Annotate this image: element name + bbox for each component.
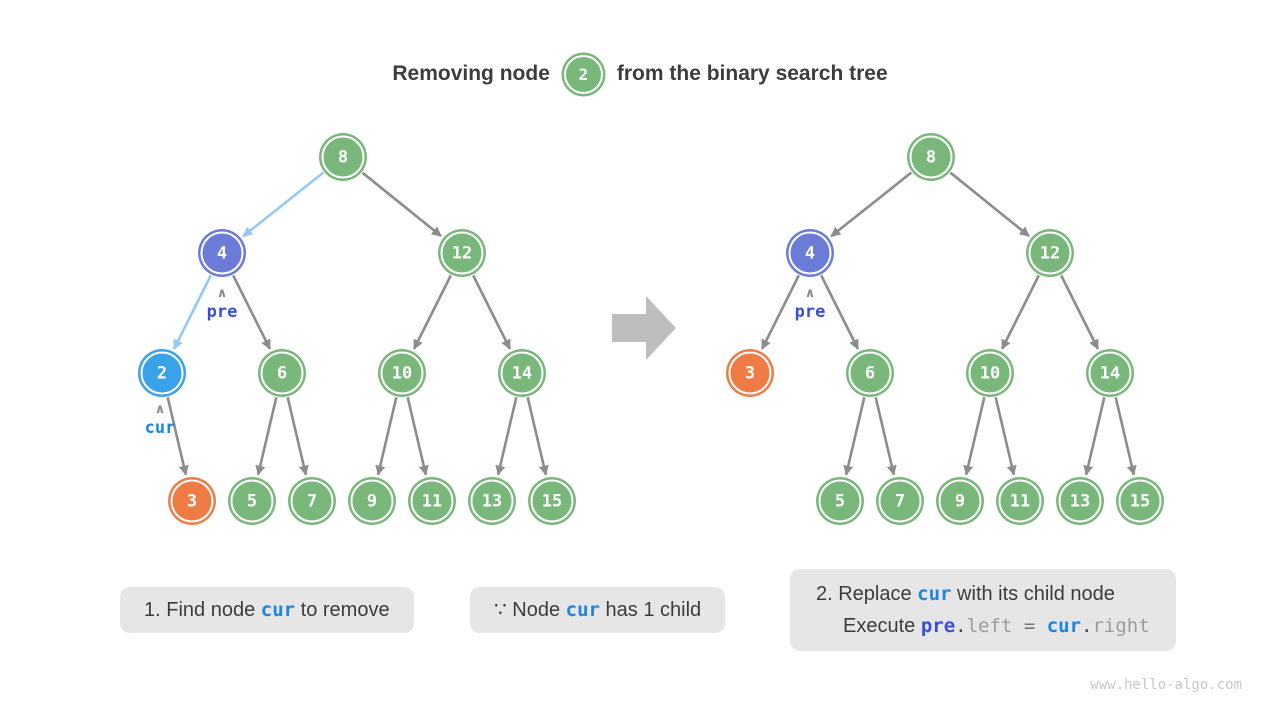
- tree-left-node-5: 5: [230, 479, 274, 523]
- edge-left-10-11: [406, 397, 429, 476]
- edge-left-14-13: [495, 397, 518, 476]
- pointer-label-cur-left: ∧cur: [144, 402, 176, 438]
- title-text-right: from the binary search tree: [616, 62, 888, 85]
- tree-left-node-3: 3: [170, 479, 214, 523]
- caret-up-icon: ∧: [154, 402, 166, 417]
- caption-segment: .: [955, 615, 967, 637]
- caret-up-icon: ∧: [216, 286, 228, 301]
- title-node-badge: 2: [563, 54, 603, 94]
- tree-left-node-12: 12: [440, 231, 484, 275]
- edge-right-14-13: [1083, 397, 1106, 476]
- edge-right-8-12: [949, 171, 1030, 238]
- tree-right-node-12: 12: [1028, 231, 1072, 275]
- edge-left-12-10: [412, 274, 452, 350]
- edge-right-10-11: [994, 397, 1017, 476]
- caption-step-1: 1. Find node cur to remove: [120, 587, 414, 633]
- pointer-label-text: cur: [144, 418, 176, 438]
- edge-right-6-7: [874, 397, 897, 476]
- tree-left-node-6: 6: [260, 351, 304, 395]
- tree-left-node-14: 14: [500, 351, 544, 395]
- edge-left-12-14: [472, 274, 512, 350]
- tree-right-node-3: 3: [728, 351, 772, 395]
- caption-segment: .: [1081, 615, 1093, 637]
- caption-segment: has 1 child: [599, 599, 702, 621]
- edge-left-10-9: [375, 397, 398, 476]
- caret-up-icon: ∧: [804, 286, 816, 301]
- caption-segment: cur: [1046, 615, 1082, 637]
- tree-left-node-10: 10: [380, 351, 424, 395]
- caption-segment: to remove: [295, 599, 390, 621]
- caption-line: Execute pre.left = cur.right: [816, 610, 1150, 642]
- tree-right-node-5: 5: [818, 479, 862, 523]
- edge-right-4-6: [820, 274, 860, 350]
- edge-left-4-6: [232, 274, 272, 350]
- transform-arrow-icon: [612, 296, 676, 360]
- edge-left-8-4: [242, 171, 325, 238]
- tree-right-node-7: 7: [878, 479, 922, 523]
- caption-segment: cur: [917, 583, 952, 605]
- caption-segment: cur: [565, 599, 600, 621]
- caption-segment: 2. Replace: [816, 583, 918, 605]
- edge-left-8-12: [361, 171, 442, 238]
- caption-segment: Execute: [843, 615, 921, 637]
- tree-left-node-4: 4: [200, 231, 244, 275]
- edge-right-12-14: [1060, 274, 1100, 350]
- caption-line: 2. Replace cur with its child node: [816, 578, 1150, 610]
- figure-title: Removing node 2 from the binary search t…: [0, 50, 1280, 98]
- edge-left-14-15: [526, 397, 549, 476]
- caption-segment: =: [1012, 615, 1047, 637]
- pointer-label-text: pre: [794, 302, 826, 322]
- caption-segment: with its child node: [951, 583, 1115, 605]
- title-text-left: Removing node: [392, 62, 550, 85]
- edge-right-12-10: [1000, 274, 1040, 350]
- tree-left-node-8: 8: [321, 135, 365, 179]
- caption-segment: right: [1092, 615, 1150, 637]
- edge-right-8-4: [830, 171, 913, 238]
- caption-segment: ∵ Node: [494, 599, 566, 621]
- edge-right-6-5: [843, 397, 866, 476]
- caption-line: ∵ Node cur has 1 child: [494, 594, 701, 626]
- caption-segment: left: [966, 615, 1013, 637]
- caption-segment: pre: [920, 615, 956, 637]
- pointer-label-pre-right: ∧pre: [794, 286, 826, 322]
- tree-left-node-11: 11: [410, 479, 454, 523]
- pointer-label-text: pre: [206, 302, 238, 322]
- caption-segment: 1. Find node: [144, 599, 261, 621]
- tree-right-node-15: 15: [1118, 479, 1162, 523]
- edge-right-14-15: [1114, 397, 1137, 476]
- edge-left-4-2: [172, 274, 212, 350]
- caption-segment: cur: [260, 599, 296, 621]
- tree-left-node-2: 2: [140, 351, 184, 395]
- tree-right-node-10: 10: [968, 351, 1012, 395]
- tree-left-node-13: 13: [470, 479, 514, 523]
- tree-left-node-9: 9: [350, 479, 394, 523]
- tree-right-node-4: 4: [788, 231, 832, 275]
- tree-right-node-9: 9: [938, 479, 982, 523]
- watermark-url: www.hello-algo.com: [1090, 677, 1242, 693]
- edge-left-6-5: [255, 397, 278, 476]
- caption-condition: ∵ Node cur has 1 child: [470, 587, 726, 633]
- tree-left-node-15: 15: [530, 479, 574, 523]
- tree-right-node-8: 8: [909, 135, 953, 179]
- tree-right-node-6: 6: [848, 351, 892, 395]
- caption-line: 1. Find node cur to remove: [144, 594, 390, 626]
- tree-right-node-11: 11: [998, 479, 1042, 523]
- tree-left-node-7: 7: [290, 479, 334, 523]
- edge-right-10-9: [963, 397, 986, 476]
- tree-right-node-14: 14: [1088, 351, 1132, 395]
- edge-right-4-3: [760, 274, 800, 350]
- pointer-label-pre-left: ∧pre: [206, 286, 238, 322]
- tree-right-node-13: 13: [1058, 479, 1102, 523]
- edge-left-6-7: [286, 397, 309, 476]
